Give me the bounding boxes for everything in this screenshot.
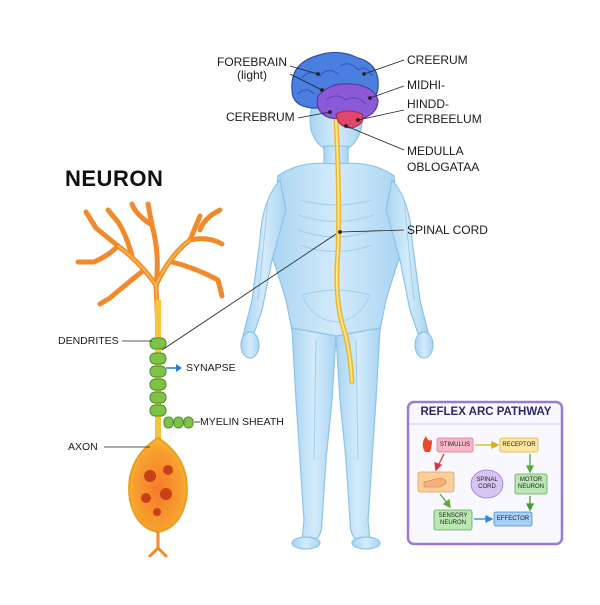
label-medulla: MEDULLA xyxy=(407,144,464,158)
label-forebrain: FOREBRAIN (light) xyxy=(214,56,290,82)
synapse-arrow-icon xyxy=(166,364,182,372)
reflex-effector-label: EFFECTOR xyxy=(496,515,530,522)
label-cerbeelum: CERBEELUM xyxy=(407,112,482,126)
label-creerum: CREERUM xyxy=(407,53,468,67)
brain-midbrain xyxy=(316,83,379,121)
reflex-spinal-cord-label: SPINAL CORD xyxy=(471,476,503,492)
left-hand xyxy=(240,331,260,359)
synapse-connector xyxy=(161,233,337,351)
label-oblogataa: OBLOGATAA xyxy=(407,160,480,174)
hand-icon xyxy=(423,477,447,488)
skeleton-hints xyxy=(257,199,415,461)
axon-terminal xyxy=(148,530,168,558)
motor-neuron-box xyxy=(514,473,548,495)
myelin-side xyxy=(163,416,194,429)
reflex-sensory-neuron-label: SENSCRY NEURON xyxy=(434,512,472,528)
label-hindd: HINDD- xyxy=(407,97,449,111)
label-forebrain-sub: (light) xyxy=(236,68,267,82)
label-myelin-sheath: MYELIN SHEATH xyxy=(200,416,284,428)
effector-box xyxy=(493,511,533,527)
receptor-box xyxy=(499,437,539,453)
label-forebrain-text: FOREBRAIN xyxy=(216,55,287,69)
reflex-arc-panel xyxy=(406,400,564,546)
reflex-sensory-line1: SENSCRY xyxy=(438,513,468,519)
label-dendrites: DENDRITES xyxy=(58,335,119,347)
spinal-cord-highlight xyxy=(335,119,353,383)
reflex-arc-title: REFLEX ARC PATHWAY xyxy=(420,406,552,418)
spinal-cord-circle xyxy=(470,469,504,499)
reflex-spinal-cord-line1: SPINAL xyxy=(476,477,498,483)
label-spinal-cord: SPINAL CORD xyxy=(407,223,488,237)
neuron xyxy=(75,201,225,558)
reflex-receptor-label: RECEPTOR xyxy=(502,441,536,448)
label-synapse: SYNAPSE xyxy=(186,362,236,374)
neuron-title: NEURON xyxy=(65,166,164,191)
neuron-leaders xyxy=(104,340,200,448)
brain xyxy=(291,51,379,129)
label-cerebrum: CEREBRUM xyxy=(226,110,295,124)
myelin-segments xyxy=(149,337,167,417)
left-foot xyxy=(291,536,321,550)
label-axon: AXON xyxy=(68,441,98,453)
label-midhi: MIDHI- xyxy=(407,78,445,92)
stimulus-box xyxy=(436,437,474,453)
reflex-stimulus-label: STIMULUS xyxy=(439,441,471,448)
sensory-neuron-box xyxy=(433,509,473,531)
reflex-spinal-cord-line2: CORD xyxy=(478,484,496,490)
brain-leaders xyxy=(289,59,405,234)
fire-icon xyxy=(422,436,432,452)
dendrites xyxy=(75,201,225,333)
right-hand xyxy=(414,331,434,359)
reflex-motor-line1: MOTOR xyxy=(519,477,543,483)
reflex-sensory-line2: NEURON xyxy=(439,520,466,526)
soma xyxy=(128,436,188,534)
reflex-motor-neuron-label: MOTOR NEURON xyxy=(515,476,547,492)
right-foot xyxy=(351,536,381,550)
soma-organelles xyxy=(141,465,173,516)
brain-cerebellum xyxy=(335,110,364,129)
reflex-motor-line2: NEURON xyxy=(517,484,544,490)
